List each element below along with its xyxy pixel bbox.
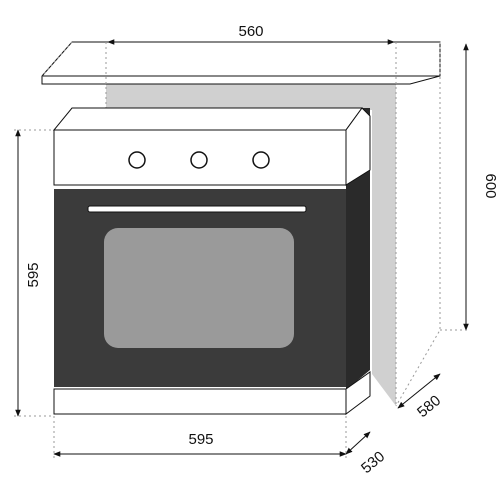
oven-base-side [345,371,371,415]
door-window [104,228,294,348]
oven [52,107,371,415]
knob-icon [190,151,208,169]
label-niche-depth: 580 [414,392,444,421]
label-niche-width: 560 [238,23,263,40]
dimension-lines [14,39,470,460]
label-oven-height: 595 [25,262,42,287]
dimline-niche-depth [397,373,441,409]
oven-base [53,388,347,415]
label-oven-depth: 530 [358,448,388,477]
knob-icon [128,151,146,169]
label-niche-height: 600 [482,173,499,198]
door-handle [87,205,307,213]
knob-icon [252,151,270,169]
label-oven-width: 595 [188,431,213,448]
niche-side-shelf [395,42,441,407]
oven-top [52,107,363,131]
dimline-oven-depth [345,431,371,455]
niche-top-shelf [41,41,441,85]
